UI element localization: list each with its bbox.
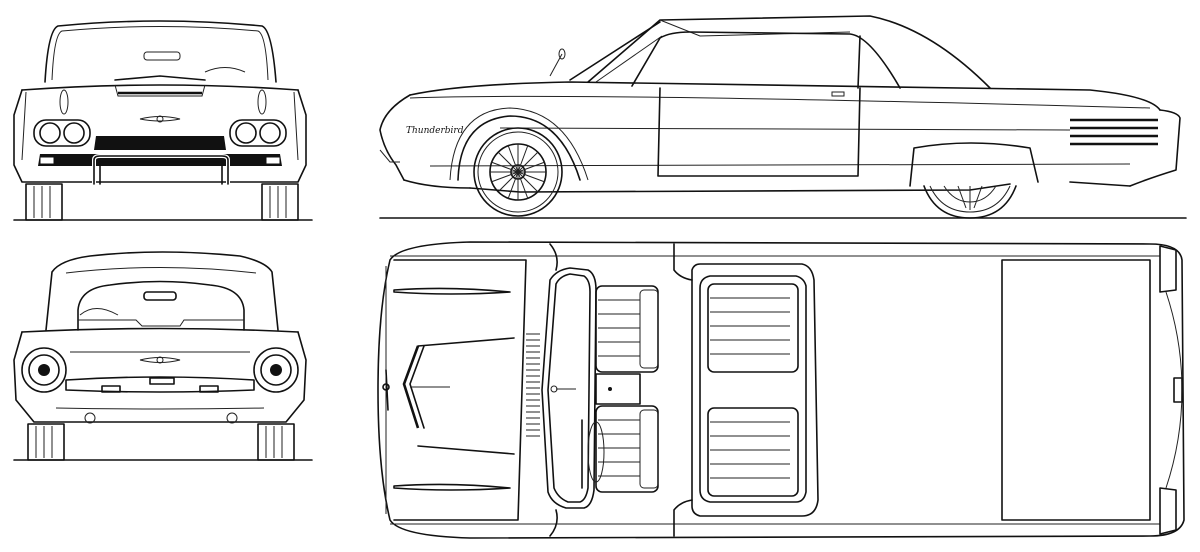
top-view	[370, 230, 1200, 552]
side-view: Thunderbird	[370, 0, 1200, 230]
rear-view	[0, 240, 320, 470]
thunderbird-script: Thunderbird	[406, 126, 464, 136]
front-view	[0, 0, 320, 230]
